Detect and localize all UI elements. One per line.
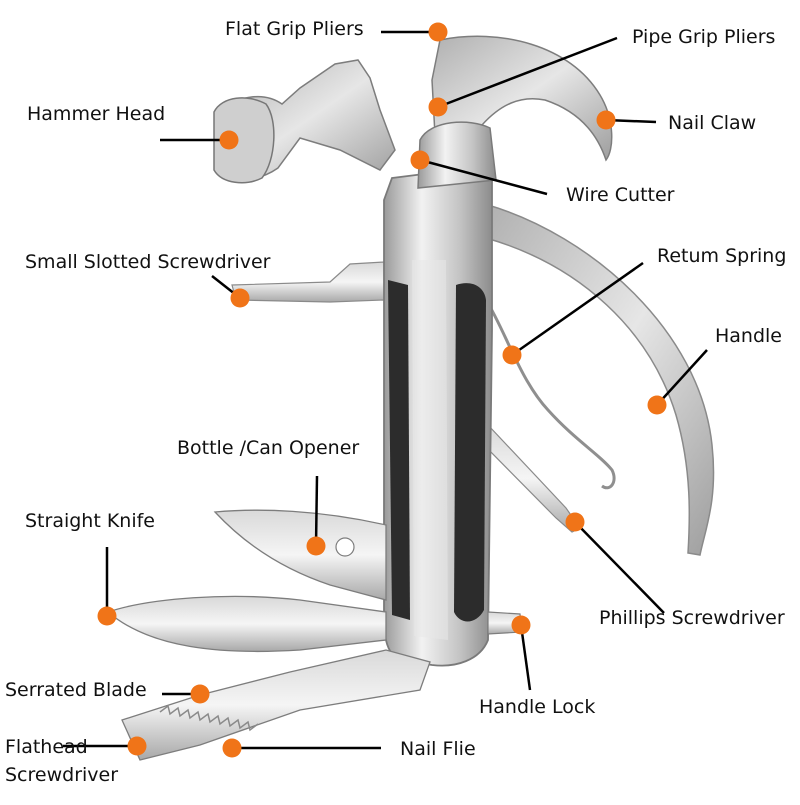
handle-arm <box>485 204 715 556</box>
marker-nail-file <box>222 738 242 758</box>
label-pipe-grip-pliers: Pipe Grip Pliers <box>632 26 776 48</box>
opener-hole <box>335 537 355 557</box>
label-return-spring: Retum Spring <box>657 245 787 267</box>
label-hammer-head: Hammer Head <box>27 103 166 125</box>
grip-highlight <box>412 260 448 640</box>
label-nail-claw: Nail Claw <box>668 112 757 134</box>
marker-pipe-grip-pliers <box>428 97 448 117</box>
body-neck <box>417 121 497 189</box>
leader-line-return-spring <box>511 261 644 357</box>
marker-flat-grip-pliers <box>428 22 448 42</box>
return-spring <box>484 299 616 490</box>
leader-line-pipe-grip-pliers <box>437 36 618 109</box>
marker-handle <box>647 395 667 415</box>
label-wire-cutter: Wire Cutter <box>566 184 675 206</box>
phillips-screwdriver-shape <box>483 423 581 533</box>
leader-line-wire-cutter <box>419 158 548 196</box>
label-serrated-blade: Serrated Blade <box>5 679 147 701</box>
label-handle-lock: Handle Lock <box>479 696 596 718</box>
label-phillips-screwdriver: Phillips Screwdriver <box>599 607 785 629</box>
label-straight-knife: Straight Knife <box>25 510 155 532</box>
serrated-blade-shape <box>121 649 431 761</box>
marker-bottle-can-opener <box>306 536 326 556</box>
leader-lines <box>63 30 708 750</box>
label-handle: Handle <box>715 325 783 347</box>
marker-serrated-blade <box>190 684 210 704</box>
marker-wire-cutter <box>410 150 430 170</box>
marker-nail-claw <box>596 110 616 130</box>
label-flathead-screwdriver: Flathead Screwdriver <box>5 736 119 786</box>
label-bottle-can-opener: Bottle /Can Opener <box>177 437 360 459</box>
markers <box>97 22 667 758</box>
marker-return-spring <box>502 345 522 365</box>
marker-hammer-head <box>219 130 239 150</box>
serration-teeth <box>159 704 259 732</box>
leader-line-phillips-screwdriver <box>574 521 665 614</box>
leader-line-handle <box>656 349 708 406</box>
hammer-face <box>213 97 275 184</box>
leader-line-bottle-can-opener <box>314 475 319 547</box>
label-nail-file: Nail Flie <box>400 738 476 760</box>
label-flat-grip-pliers: Flat Grip Pliers <box>225 18 364 40</box>
label-small-slotted-screwdriver: Small Slotted Screwdriver <box>25 251 271 273</box>
leader-line-handle-lock <box>519 624 532 691</box>
marker-handle-lock <box>511 615 531 635</box>
marker-phillips-screwdriver <box>565 512 585 532</box>
bottle-opener-shape <box>213 509 387 601</box>
grip-left <box>388 280 410 620</box>
marker-small-slotted-screwdriver <box>230 288 250 308</box>
marker-flathead-screwdriver <box>127 736 147 756</box>
straight-knife-shape <box>106 595 387 653</box>
grip-right <box>454 283 486 622</box>
marker-straight-knife <box>97 606 117 626</box>
